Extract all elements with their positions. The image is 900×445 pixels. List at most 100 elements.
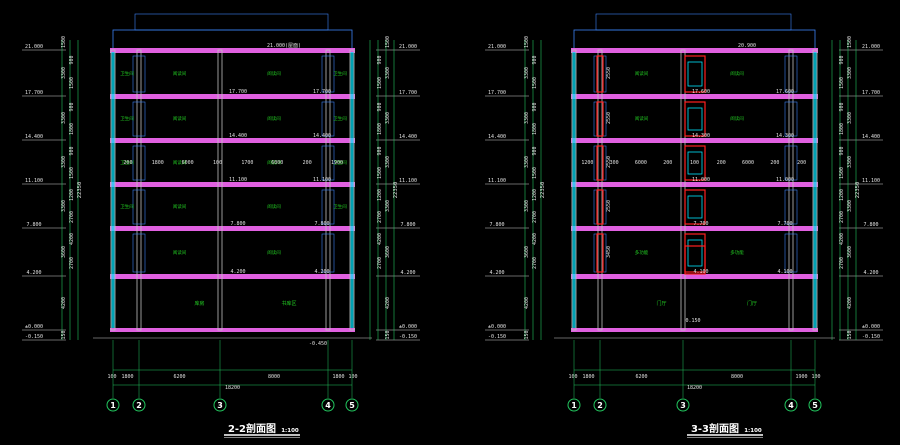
mid-dim-text: 100 [690, 160, 699, 166]
axis-bubble [213, 398, 227, 412]
elevator-glass [687, 195, 703, 219]
floor-slab [110, 182, 355, 187]
window-frame [784, 145, 798, 181]
floor-slab [110, 226, 355, 231]
storey-height-right: 3300 [847, 112, 853, 124]
floor-level-right: 7.700 [777, 221, 792, 227]
axis-bubble [784, 398, 798, 412]
mid-dim-text: 6000 [635, 160, 647, 166]
axis-bubble-label: 5 [349, 401, 355, 410]
ground-slab [110, 328, 355, 332]
room-label: 阅读间 [173, 70, 187, 77]
level-label-right: 7.800 [863, 222, 878, 228]
axis-bubble-label: 1 [571, 401, 577, 410]
window-frame [132, 55, 146, 93]
floor-slab [110, 94, 355, 99]
level-label-right: ±0.000 [862, 324, 880, 330]
red-door-frame [596, 101, 604, 137]
level-label-right: 21.000 [399, 44, 417, 50]
red-door-frame [596, 55, 604, 93]
room-label: 阅读间 [173, 203, 187, 210]
sub-dim-left: 900 [532, 55, 538, 64]
storey-height-right: 3300 [385, 156, 391, 168]
section-title: 2-2剖面图 [228, 422, 276, 435]
floor-slab [110, 138, 355, 143]
sub-dim-left: 2700 [532, 211, 538, 223]
elevator-glass [687, 151, 703, 175]
storey-height-left: 3300 [524, 67, 530, 79]
sub-dim-right: 1500 [377, 77, 383, 89]
storey-height-right: 3600 [847, 246, 853, 258]
sub-dim-right: 2700 [839, 257, 845, 269]
mid-dim-text: 200 [663, 160, 672, 166]
floor-level-right: 14.300 [776, 133, 794, 139]
axis-bubble [106, 398, 120, 412]
room-label: 阅读间 [267, 249, 281, 256]
stair-dim-text: 2550 [606, 156, 612, 168]
bottom-dim-text: 100 [811, 374, 820, 380]
floor-level-right: 11.100 [313, 177, 331, 183]
storey-height-right: 1500 [847, 36, 853, 48]
level-label-left: -0.150 [25, 334, 43, 340]
storey-height-left: 150 [524, 330, 530, 339]
bottom-dim-text: 6200 [173, 374, 185, 380]
room-label: 卫生间 [333, 159, 347, 166]
storey-height-left: 3300 [61, 156, 67, 168]
sub-dim-left: 900 [69, 146, 75, 155]
sub-dim-left: 1500 [69, 77, 75, 89]
axis-bubble [132, 398, 146, 412]
elevator-glass [687, 107, 703, 131]
storey-height-right: 3600 [385, 246, 391, 258]
level-label-left: 14.400 [25, 134, 43, 140]
sub-dim-left: 900 [532, 102, 538, 111]
level-label-left: ±0.000 [25, 324, 43, 330]
level-label-left: ±0.000 [488, 324, 506, 330]
sub-dim-right: 4200 [839, 233, 845, 245]
axis-bubble-label: 3 [680, 401, 686, 410]
mid-dim-text: 200 [717, 160, 726, 166]
ground-elev-label: -0.450 [309, 341, 327, 347]
room-label: 多功能 [635, 249, 649, 256]
storey-height-left: 3300 [524, 200, 530, 212]
window-frame [321, 233, 335, 273]
sub-dim-right: 2700 [377, 257, 383, 269]
sub-dim-left: 900 [69, 102, 75, 111]
axis-bubble [345, 398, 359, 412]
floor-level-right: 14.400 [313, 133, 331, 139]
elevator-red-frame [684, 101, 706, 137]
level-label-right: -0.150 [862, 334, 880, 340]
mid-dim-text: 6000 [742, 160, 754, 166]
floor-slab [110, 48, 355, 53]
room-label: 卫生间 [333, 115, 347, 122]
storey-height-right: 4200 [847, 297, 853, 309]
storey-height-left: 3600 [524, 246, 530, 258]
floor-level-right: 7.800 [314, 221, 329, 227]
column-line [812, 49, 818, 331]
level-label-left: 14.400 [488, 134, 506, 140]
level-label-right: 7.800 [400, 222, 415, 228]
level-label-right: 11.100 [399, 178, 417, 184]
level-label-left: 7.800 [489, 222, 504, 228]
elevator-glass [687, 61, 703, 87]
level-label-right: 14.400 [399, 134, 417, 140]
room-label: 卫生间 [120, 70, 134, 77]
roof-level-label: 20.900 [738, 43, 756, 49]
level-label-right: 11.100 [862, 178, 880, 184]
sub-dim-left: 2700 [69, 211, 75, 223]
sub-dim-left: 1200 [69, 189, 75, 201]
bottom-dim-text: 8000 [731, 374, 743, 380]
sub-dim-left: 2700 [69, 257, 75, 269]
storey-height-right: 3300 [847, 67, 853, 79]
room-label: 卫生间 [120, 159, 134, 166]
room-label: 卫生间 [333, 70, 347, 77]
bottom-dim-text: 6200 [635, 374, 647, 380]
sub-dim-left: 900 [532, 146, 538, 155]
sub-dim-left: 1500 [532, 77, 538, 89]
room-label: 卫生间 [120, 203, 134, 210]
level-label-left: 11.100 [25, 178, 43, 184]
room-label: 阅读间 [267, 115, 281, 122]
sub-dim-right: 4200 [377, 233, 383, 245]
floor-level-right: 17.600 [776, 89, 794, 95]
level-label-right: 17.700 [862, 90, 880, 96]
